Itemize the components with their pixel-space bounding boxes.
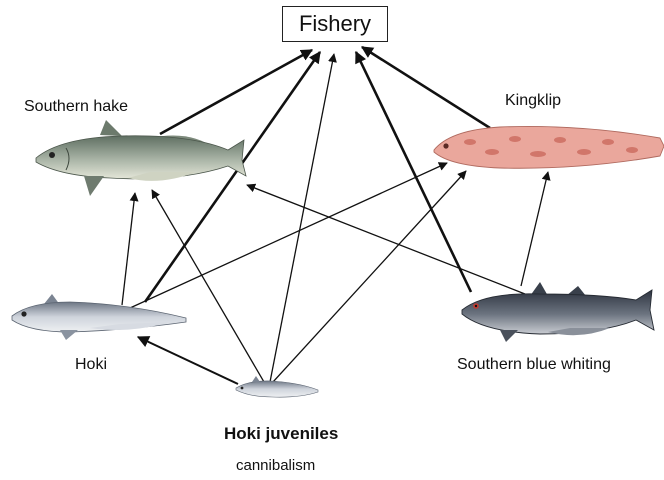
arrow-juveniles-to-hake xyxy=(152,190,264,382)
southern-blue-whiting-illustration xyxy=(462,282,654,342)
southern-hake-illustration xyxy=(36,120,246,196)
hoki-label: Hoki xyxy=(75,356,107,374)
arrow-hake-to-fishery xyxy=(160,50,312,134)
fishery-label: Fishery xyxy=(299,11,371,37)
arrow-juveniles-to-kingklip xyxy=(273,171,466,382)
arrow-kingklip-to-fishery xyxy=(362,47,490,128)
arrow-sbw-to-fishery xyxy=(356,52,471,292)
arrow-hoki-to-hake xyxy=(122,193,135,305)
kingklip-label: Kingklip xyxy=(505,92,561,110)
arrow-sbw-to-kingklip xyxy=(521,172,548,286)
arrow-sbw-to-hake xyxy=(247,185,525,294)
hoki-illustration xyxy=(12,294,186,340)
arrows xyxy=(122,47,548,384)
arrow-juveniles-to-fishery xyxy=(270,54,334,382)
hoki-juveniles-illustration xyxy=(236,376,318,397)
arrow-juveniles-to-hoki xyxy=(138,337,238,384)
hoki-juveniles-label: Hoki juveniles xyxy=(224,424,338,444)
fishery-box: Fishery xyxy=(282,6,388,42)
southern-hake-label: Southern hake xyxy=(24,98,128,116)
southern-blue-whiting-label: Southern blue whiting xyxy=(457,356,611,374)
cannibalism-note: cannibalism xyxy=(236,457,315,474)
kingklip-illustration xyxy=(434,126,664,168)
